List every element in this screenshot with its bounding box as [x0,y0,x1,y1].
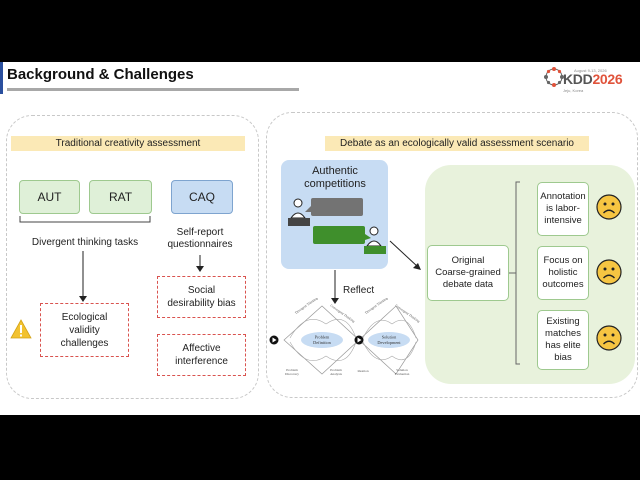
debater-left-icon [288,198,310,226]
ecological-line2: validity [69,324,100,336]
right-panel-header: Debate as an ecologically valid assessme… [325,136,589,151]
analysis-line2: Analysis [330,372,343,376]
affective-line1: Affective [182,343,221,354]
title-underline [7,88,299,91]
ecological-line3: challenges [60,337,109,349]
aut-box: AUT [19,180,80,214]
pd-line1: Problem [315,335,330,340]
original-line2: Coarse-grained [435,267,501,278]
diamond-2 [358,305,419,375]
sad-face-icon [596,194,622,220]
kdd-logo-icon [544,67,564,87]
original-line1: Original [451,255,485,266]
slide: Background & Challenges August 9-13, 202… [0,62,640,415]
affective-interference-box: Affective interference [157,334,246,376]
issue1-line2: is labor- [546,203,580,214]
authentic-line2: competitions [304,178,366,190]
divergent-thinking-label: Divergent thinking tasks [31,237,139,248]
logo-location: Jeju, Korea [563,88,584,93]
issue-annotation-box: Annotation is labor- intensive [537,182,589,236]
self-report-label: Self-report questionnaires [160,227,240,251]
social-desirability-box: Social desirability bias [157,276,246,318]
analysis-line1: Problem [330,368,342,372]
evaluation-line2: Evaluation [395,372,410,376]
original-line3: debate data [442,279,494,290]
social-line1: Social [187,285,216,296]
logo-year: 2026 [592,71,623,87]
solution-development-node [368,332,410,348]
ecological-line1: Ecological [61,311,108,323]
issue-holistic-box: Focus on holistic outcomes [537,246,589,300]
logo-wordmark: KDD2026 [563,71,623,87]
affective-line2: interference [175,356,228,367]
sad-face-icon [596,325,622,351]
speech-bubble-grey [311,198,363,216]
left-connectors [19,216,204,302]
social-line2: desirability bias [167,298,236,309]
sad-face-icon [596,259,622,285]
right-panel [266,112,638,398]
issue2-line3: outcomes [542,279,584,290]
authentic-competitions-label: Authentic competitions [290,165,380,191]
caq-box: CAQ [171,180,233,214]
issue3-line2: matches [545,328,581,339]
issue1-line1: Annotation [540,191,586,202]
issue1-line3: intensive [544,215,582,226]
debaters-illustration [288,198,386,254]
reflect-label: Reflect [343,285,375,296]
pd-line2: Definition [313,340,332,345]
converge1-label: Convergent Thinking [329,304,355,324]
double-diamond-diagram: Problem Definition Solution Development … [269,298,421,376]
ideation-label: Ideation [357,369,368,373]
diverge2-label: Divergent Thinking [364,298,388,315]
issue-elite-bias-box: Existing matches has elite bias [537,310,589,370]
left-panel-header: Traditional creativity assessment [11,136,245,151]
logo-date: August 9-13, 2026 [574,68,607,73]
logo-kdd: KDD [563,71,593,87]
self-report-line2: questionnaires [167,239,233,250]
sd-line1: Solution [382,335,397,340]
right-connectors [331,181,520,365]
authentic-line1: Authentic [312,165,358,177]
ecological-validity-box: Ecological validity challenges [40,303,129,357]
slide-title: Background & Challenges [7,66,194,83]
sd-line2: Development [377,340,401,345]
original-debate-data-box: Original Coarse-grained debate data [427,245,509,301]
title-accent-bar [0,62,3,94]
issue2-line1: Focus on [543,255,583,266]
issue3-line3: has elite [545,340,581,351]
discovery-line2: Discovery [285,372,299,376]
issue3-line4: bias [554,352,572,363]
self-report-line1: Self-report [176,227,224,238]
discovery-line1: Problem [286,368,298,372]
speech-bubble-green [313,226,365,244]
problem-definition-node [301,332,343,348]
left-panel [6,115,259,399]
warning-icon [10,319,32,339]
issue2-line2: holistic [548,267,578,278]
rat-box: RAT [89,180,152,214]
debater-right-icon [364,226,386,254]
issue3-line1: Existing [546,316,580,327]
evaluation-line1: Solution [396,368,408,372]
